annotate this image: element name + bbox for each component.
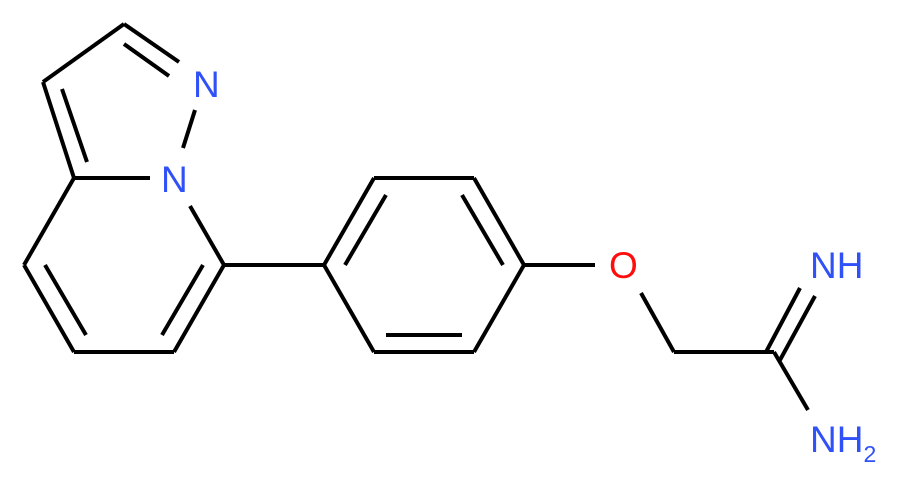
bond [322, 264, 376, 353]
bond [122, 22, 181, 64]
bond [160, 263, 205, 337]
bond [772, 350, 810, 412]
bond [188, 205, 226, 266]
bonds [22, 22, 817, 412]
bond [22, 177, 76, 266]
atom-labels: N N O NH NH2 [161, 64, 876, 467]
bond [472, 177, 526, 266]
atom-nh2-amine: NH2 [810, 419, 876, 467]
bond [343, 193, 388, 267]
bond [764, 287, 802, 353]
bond [172, 264, 226, 353]
bond [460, 193, 505, 267]
atom-n-pyrazole: N [193, 64, 220, 105]
bond [778, 295, 817, 361]
bond [41, 22, 126, 84]
bond [43, 263, 88, 337]
bond [41, 81, 76, 179]
atom-nh-imine: NH [810, 245, 863, 286]
bond [322, 177, 376, 266]
atom-n-bridgehead: N [161, 159, 188, 200]
bond [181, 109, 197, 149]
bond [22, 264, 76, 353]
bond [122, 42, 171, 78]
bond [639, 292, 676, 353]
nh2-main: NH [810, 419, 863, 460]
bond [472, 264, 526, 353]
bond [60, 88, 89, 163]
atom-o-ether: O [609, 245, 638, 286]
nh2-subscript: 2 [863, 441, 876, 467]
